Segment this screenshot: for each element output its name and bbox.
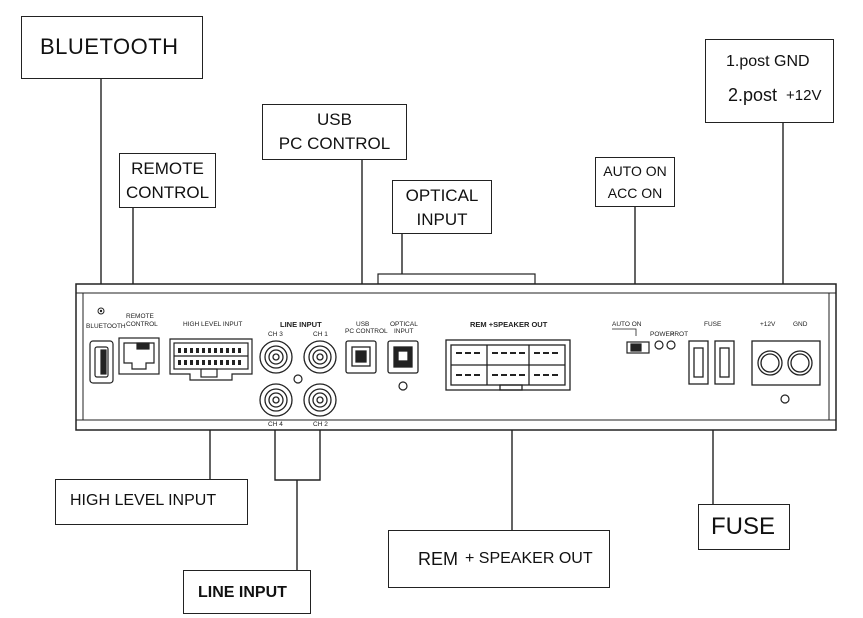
panel-label-auto-on: AUTO ON [612, 321, 642, 328]
usb-b-port [345, 340, 377, 374]
power-led-icon [654, 340, 664, 350]
panel-label-prot: PROT [670, 331, 688, 338]
panel-label-line-input: LINE INPUT [280, 320, 322, 329]
panel-label-optical-2: INPUT [394, 328, 414, 335]
fuse-left [688, 340, 709, 385]
panel-label-bluetooth: BLUETOOTH [86, 323, 126, 330]
bluetooth-indicator-icon [97, 307, 105, 315]
callout-speaker-text-a: REM [418, 549, 458, 569]
panel-label-ch1: CH 1 [313, 331, 328, 338]
callout-optical-line-2: INPUT [416, 210, 468, 229]
callout-auto-line-2: ACC ON [607, 185, 663, 201]
terminal-screw [780, 394, 790, 404]
remote-control-port [118, 337, 160, 375]
panel-label-remote-1: REMOTE [126, 313, 154, 320]
callout-speaker-text-b: + SPEAKER OUT [465, 550, 593, 567]
panel-label-high-level: HIGH LEVEL INPUT [183, 321, 242, 328]
callout-power-posts: 1.post GND 2.post +12V [705, 39, 834, 123]
panel-label-remote-2: CONTROL [126, 321, 158, 328]
callout-power-line-1: 1.post GND [726, 53, 810, 70]
callout-line-input-text: LINE INPUT [198, 584, 287, 601]
prot-led-icon [666, 340, 676, 350]
panel-label-usb-2: PC CONTROL [345, 328, 388, 335]
panel-body [75, 283, 837, 431]
callout-usb-line-1: USB [317, 110, 352, 129]
high-level-pins [178, 348, 241, 365]
panel-label-ch3: CH 3 [268, 331, 283, 338]
callout-remote-control: REMOTE CONTROL [119, 153, 216, 208]
panel-label-plus12v: +12V [760, 321, 776, 328]
callout-speaker-out: REM + SPEAKER OUT [388, 530, 610, 588]
rca-jack-ch2 [303, 383, 337, 417]
power-terminal-block [751, 340, 821, 386]
fuse-right [714, 340, 735, 385]
callout-fuse: FUSE [698, 504, 790, 550]
panel-label-speaker-out: REM +SPEAKER OUT [470, 320, 548, 329]
speaker-out-connector [445, 339, 571, 391]
panel-top-tab [377, 273, 536, 285]
callout-auto-line-1: AUTO ON [603, 163, 667, 179]
optical-input-port [387, 340, 419, 374]
panel-label-fuse: FUSE [704, 321, 722, 328]
callout-remote-line-1: REMOTE [131, 159, 204, 178]
rca-jack-ch4 [259, 383, 293, 417]
callout-bluetooth-text: BLUETOOTH [40, 34, 179, 59]
bluetooth-usb-port [89, 340, 114, 384]
panel-label-optical-1: OPTICAL [390, 321, 418, 328]
callout-usb: USB PC CONTROL [262, 104, 407, 160]
auto-on-switch [626, 341, 650, 354]
rca-jack-ch3 [259, 340, 293, 374]
callout-high-level-text: HIGH LEVEL INPUT [70, 492, 217, 509]
callout-high-level-input: HIGH LEVEL INPUT [55, 479, 248, 525]
callout-power-line-2a: 2.post [728, 85, 778, 105]
callout-auto-on: AUTO ON ACC ON [595, 157, 675, 207]
rca-jack-ch1 [303, 340, 337, 374]
callout-optical: OPTICAL INPUT [392, 180, 492, 234]
callout-optical-line-1: OPTICAL [405, 186, 479, 205]
auto-on-bracket [612, 328, 637, 336]
panel-label-ch4: CH 4 [268, 421, 283, 428]
optical-screw [398, 381, 408, 391]
high-level-input-connector [169, 338, 253, 381]
rca-center-screw [293, 374, 303, 384]
speaker-out-pins [456, 352, 558, 376]
callout-usb-line-2: PC CONTROL [278, 134, 391, 153]
panel-label-usb-1: USB [356, 321, 369, 328]
callout-bluetooth: BLUETOOTH [21, 16, 203, 79]
panel-label-gnd: GND [793, 321, 808, 328]
panel-label-power: POWER [650, 331, 675, 338]
callout-line-input: LINE INPUT [183, 570, 311, 614]
callout-fuse-text: FUSE [711, 513, 776, 540]
callout-power-line-2b: +12V [786, 87, 822, 104]
callout-remote-line-2: CONTROL [125, 183, 210, 202]
panel-label-ch2: CH 2 [313, 421, 328, 428]
